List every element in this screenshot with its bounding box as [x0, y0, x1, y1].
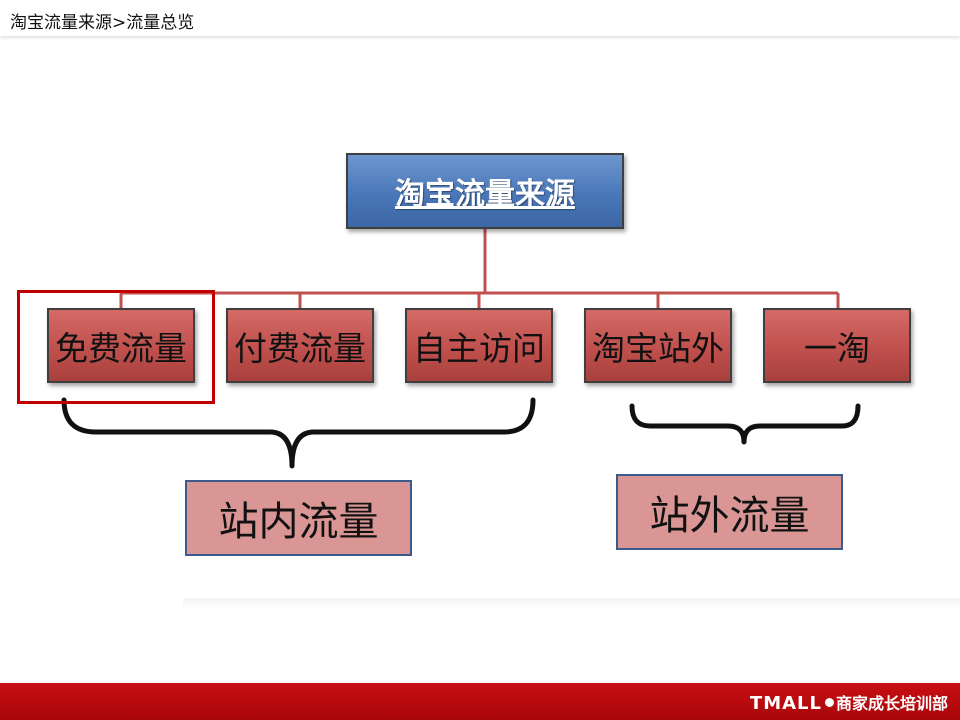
breadcrumb: 淘宝流量来源>流量总览: [10, 13, 195, 33]
child-node-etao: 一淘: [763, 308, 911, 383]
child-node-direct-visit: 自主访问: [405, 308, 553, 383]
header-bar: 淘宝流量来源>流量总览: [0, 0, 960, 36]
group-node-external-traffic: 站外流量: [616, 474, 843, 550]
child-node-paid-traffic: 付费流量: [226, 308, 374, 383]
highlight-frame: [17, 290, 215, 404]
group-node-internal-traffic: 站内流量: [185, 480, 412, 556]
brace-outer: [629, 403, 861, 445]
root-node: 淘宝流量来源: [346, 153, 624, 229]
child-node-external-taobao: 淘宝站外: [584, 308, 732, 383]
footer-bar: TMALL 商家成长培训部: [0, 683, 960, 720]
brand-wordmark: TMALL: [749, 693, 822, 714]
brace-inner: [61, 397, 536, 469]
dot-icon: [824, 698, 834, 707]
department-name: 商家成长培训部: [835, 694, 948, 713]
slide-fade-strip: [183, 598, 960, 610]
footer-logo: TMALL 商家成长培训部: [750, 690, 948, 714]
child-node-free-traffic: 免费流量: [47, 308, 195, 383]
